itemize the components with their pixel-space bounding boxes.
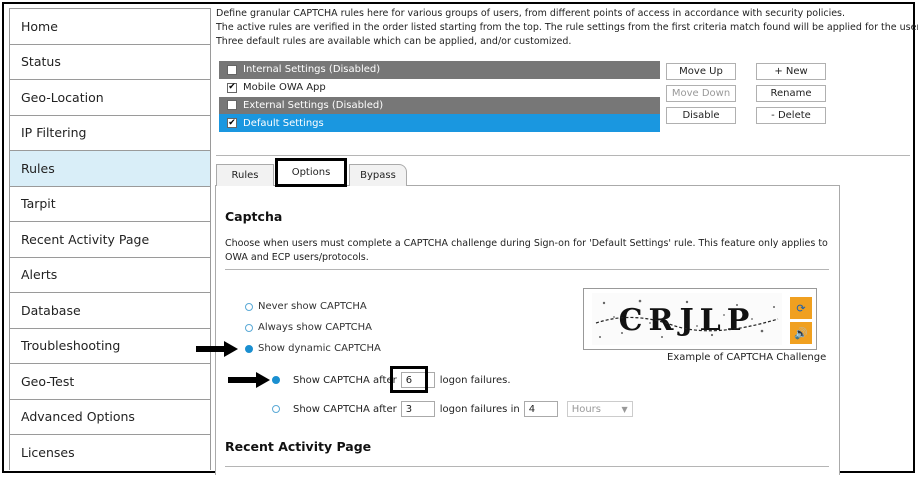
sidebar-nav: Home Status Geo-Location IP Filtering Ru…: [9, 8, 211, 471]
rule-label: Mobile OWA App: [243, 82, 326, 94]
sidebar-item-tarpit[interactable]: Tarpit: [10, 186, 210, 222]
new-rule-button[interactable]: + New: [756, 63, 826, 80]
chevron-down-icon: ▼: [621, 404, 628, 414]
radio-always-show-captcha[interactable]: Always show CAPTCHA: [245, 322, 372, 333]
rule-external-settings[interactable]: External Settings (Disabled): [219, 96, 660, 115]
description-line: Three default rules are available which …: [216, 36, 572, 47]
rename-button[interactable]: Rename: [756, 85, 826, 102]
captcha-image: CRJLP: [592, 293, 782, 345]
radio-label: Show dynamic CAPTCHA: [258, 343, 381, 354]
option-prefix: Show CAPTCHA after: [293, 374, 397, 386]
period-count-input[interactable]: 4: [523, 401, 558, 417]
move-down-button[interactable]: Move Down: [666, 85, 736, 102]
rule-label: External Settings (Disabled): [243, 99, 384, 111]
description-line: The active rules are verified in the ord…: [216, 22, 918, 33]
rule-label: Default Settings: [243, 117, 324, 129]
radio-button[interactable]: [245, 302, 253, 311]
radio-label: Never show CAPTCHA: [258, 301, 367, 312]
select-value: Hours: [571, 403, 601, 415]
rule-checkbox[interactable]: [227, 64, 237, 75]
captcha-example: CRJLP ⟳ 🔊: [583, 288, 817, 350]
move-up-button[interactable]: Move Up: [666, 63, 736, 80]
sidebar-item-status[interactable]: Status: [10, 44, 210, 80]
radio-button[interactable]: [245, 323, 253, 332]
delete-button[interactable]: - Delete: [756, 107, 826, 124]
failures-count-input[interactable]: 3: [400, 401, 435, 417]
sidebar-item-database[interactable]: Database: [10, 293, 210, 329]
sidebar-item-home[interactable]: Home: [10, 9, 210, 45]
sidebar-item-rules[interactable]: Rules: [10, 151, 210, 187]
radio-show-dynamic-captcha[interactable]: Show dynamic CAPTCHA: [245, 343, 381, 354]
pointer-arrow-icon: [196, 341, 238, 357]
rules-list: Internal Settings (Disabled) ✔ Mobile OW…: [219, 61, 660, 132]
tab-rules[interactable]: Rules: [216, 164, 274, 186]
radio-button[interactable]: [272, 376, 280, 384]
radio-button[interactable]: [272, 405, 280, 413]
speaker-icon[interactable]: 🔊: [790, 322, 812, 344]
captcha-description: Choose when users must complete a CAPTCH…: [225, 238, 828, 263]
captcha-text: CRJLP: [619, 303, 756, 338]
radio-label: Always show CAPTCHA: [258, 322, 372, 333]
divider: [216, 155, 910, 156]
sidebar-item-geo-location[interactable]: Geo-Location: [10, 80, 210, 116]
refresh-icon[interactable]: ⟳: [790, 297, 812, 319]
rule-checkbox[interactable]: ✔: [227, 117, 237, 129]
description-line: Define granular CAPTCHA rules here for v…: [216, 8, 846, 19]
rule-checkbox[interactable]: [227, 100, 237, 111]
dynamic-option-failures-in-period[interactable]: Show CAPTCHA after 3 logon failures in 4…: [272, 401, 633, 417]
tab-options[interactable]: Options: [275, 158, 347, 187]
option-suffix: logon failures.: [439, 374, 511, 386]
tab-bypass[interactable]: Bypass: [349, 164, 407, 186]
recent-activity-heading: Recent Activity Page: [225, 439, 372, 454]
pointer-arrow-icon: [228, 372, 270, 388]
sidebar-item-troubleshooting[interactable]: Troubleshooting: [10, 328, 210, 364]
sidebar-item-geo-test[interactable]: Geo-Test: [10, 364, 210, 400]
rule-label: Internal Settings (Disabled): [243, 64, 381, 76]
sidebar-item-ip-filtering[interactable]: IP Filtering: [10, 115, 210, 151]
radio-button[interactable]: [245, 344, 253, 353]
option-prefix: Show CAPTCHA after: [293, 403, 397, 415]
divider: [225, 269, 829, 270]
rule-internal-settings[interactable]: Internal Settings (Disabled): [219, 61, 660, 79]
sidebar-item-advanced-options[interactable]: Advanced Options: [10, 399, 210, 435]
divider: [225, 466, 829, 467]
sidebar-item-alerts[interactable]: Alerts: [10, 257, 210, 293]
sidebar-item-licenses[interactable]: Licenses: [10, 435, 210, 471]
captcha-example-caption: Example of CAPTCHA Challenge: [667, 352, 827, 363]
option-middle: logon failures in: [439, 403, 520, 415]
rule-mobile-owa-app[interactable]: ✔ Mobile OWA App: [219, 78, 660, 97]
rule-default-settings[interactable]: ✔ Default Settings: [219, 114, 660, 132]
highlight-box: [390, 366, 428, 393]
captcha-heading: Captcha: [225, 209, 283, 224]
period-unit-select[interactable]: Hours ▼: [566, 401, 633, 417]
sidebar-item-recent-activity[interactable]: Recent Activity Page: [10, 222, 210, 258]
disable-button[interactable]: Disable: [666, 107, 736, 124]
rule-checkbox[interactable]: ✔: [227, 82, 237, 93]
rules-description: Define granular CAPTCHA rules here for v…: [216, 7, 918, 49]
radio-never-show-captcha[interactable]: Never show CAPTCHA: [245, 301, 367, 312]
